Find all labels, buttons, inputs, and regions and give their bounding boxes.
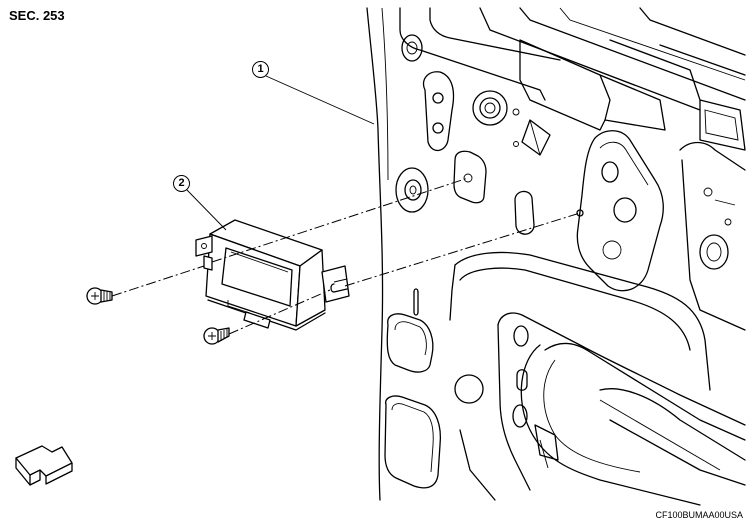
section-label: SEC. 253: [9, 8, 65, 23]
leader-line-2: [186, 189, 227, 231]
screw-icon: [203, 327, 230, 345]
vehicle-front-arrow-icon: [15, 445, 73, 486]
screw-icon: [86, 287, 113, 305]
callout-1: 1: [252, 61, 269, 78]
leader-line-1: [265, 75, 375, 125]
assembly-lines: [111, 177, 581, 335]
door-inner-panel: [366, 7, 746, 506]
callout-2: 2: [173, 175, 190, 192]
control-unit: [195, 219, 350, 331]
image-code: CF100BUMAA00USA: [655, 510, 743, 520]
